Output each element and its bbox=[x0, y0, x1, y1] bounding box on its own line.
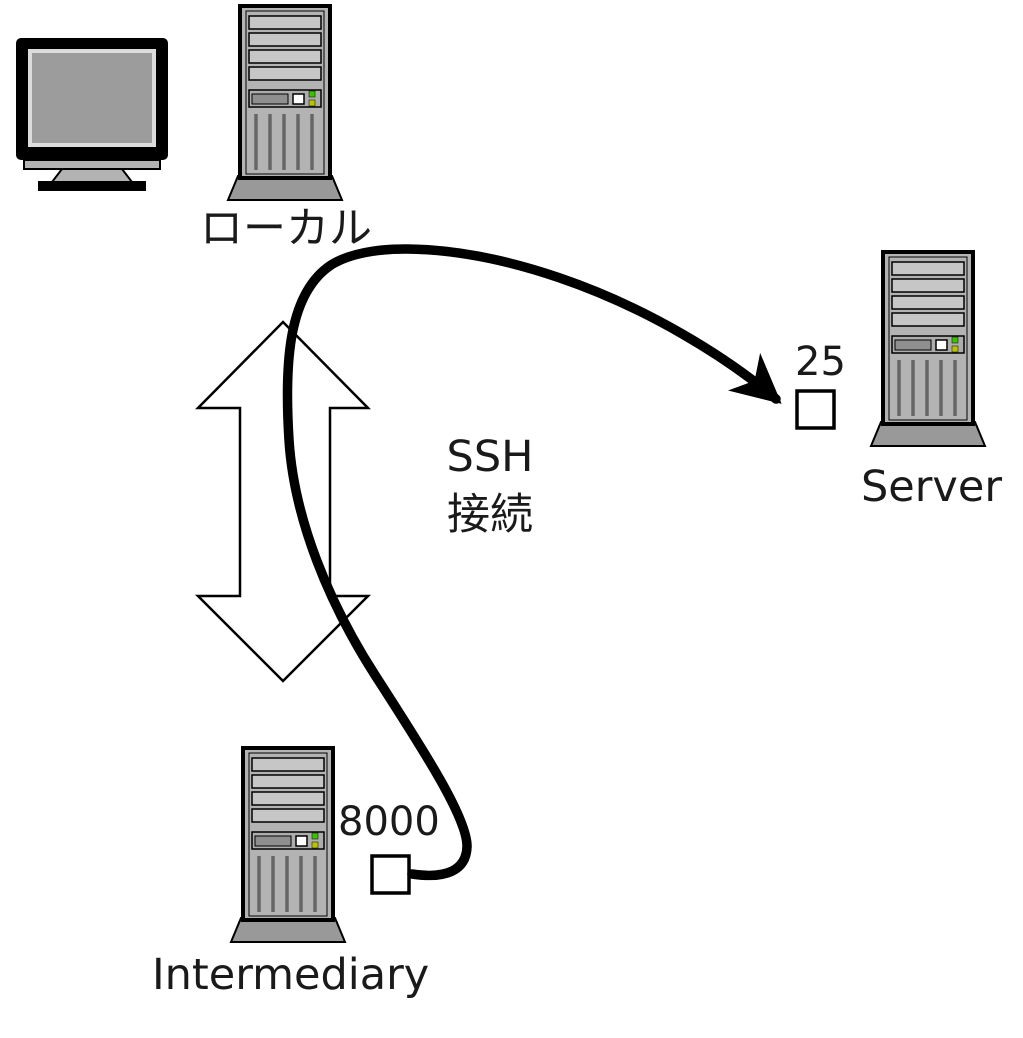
ssh-connection-label: SSH 接続 bbox=[415, 428, 565, 544]
port-25-box bbox=[795, 389, 836, 430]
server-tower-icon bbox=[869, 250, 987, 448]
ssh-connection-label-line1: SSH bbox=[446, 432, 534, 482]
forwarded-connection-curve bbox=[282, 244, 782, 881]
intermediary-tower-icon bbox=[229, 746, 347, 944]
ssh-connection-label-line2: 接続 bbox=[447, 490, 533, 541]
local-tower-icon bbox=[226, 4, 344, 202]
server-label: Server bbox=[861, 462, 1003, 512]
monitor-icon bbox=[16, 38, 168, 191]
port-8000-box bbox=[370, 854, 411, 895]
port-25-label: 25 bbox=[795, 339, 846, 385]
port-8000-label: 8000 bbox=[338, 799, 440, 845]
intermediary-label: Intermediary bbox=[152, 950, 430, 1000]
local-label: ローカル bbox=[200, 204, 372, 254]
